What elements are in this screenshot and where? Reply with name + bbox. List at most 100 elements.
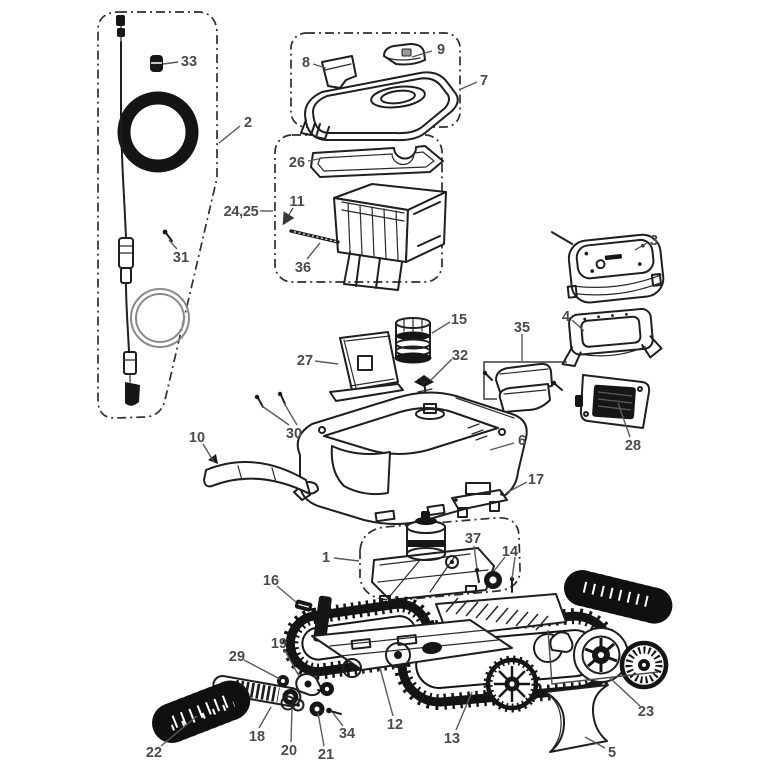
part-label-24-25: 24,25 [224, 204, 259, 220]
part-label-30: 30 [286, 426, 302, 442]
part-label-12: 12 [387, 717, 403, 733]
part-label-13: 13 [444, 731, 460, 747]
cover-handle-9 [383, 43, 426, 66]
basket-lid-26 [310, 145, 444, 178]
top-cover [300, 71, 459, 142]
washer-14 [484, 571, 515, 593]
leader-line-31 [168, 239, 178, 250]
part-label-27: 27 [297, 353, 313, 369]
part-label-28: 28 [625, 438, 641, 454]
part-label-37: 37 [465, 531, 481, 547]
bracket-17 [451, 482, 508, 518]
part-label-23: 23 [638, 704, 654, 720]
leader-line-26 [307, 157, 324, 162]
leader-line-30-2 [283, 402, 298, 426]
frame-4 [561, 307, 663, 368]
part-label-4: 4 [562, 309, 570, 325]
kit-box-top-cover [290, 32, 461, 128]
part-label-35: 35 [514, 320, 530, 336]
curved-panel-5 [544, 684, 609, 753]
basket-pin-36 [289, 229, 340, 244]
leader-line-30-1 [261, 405, 290, 426]
leader-line-3 [634, 242, 648, 251]
leader-line-27 [314, 360, 339, 365]
cover-flap-8 [321, 55, 357, 89]
brush-roller-22 [152, 679, 254, 743]
part-label-22: 22 [146, 745, 162, 761]
washer-21 [309, 701, 325, 717]
part-label-18: 18 [249, 729, 265, 745]
part-label-32: 32 [452, 348, 468, 364]
leader-line-36 [306, 242, 321, 260]
part-label-2: 2 [244, 115, 252, 131]
grommet-29 [277, 675, 289, 687]
part-label-14: 14 [502, 544, 518, 560]
leader-line-33 [162, 61, 179, 65]
group-bracket-35 [483, 361, 567, 400]
part-label-29: 29 [229, 649, 245, 665]
part-label-34: 34 [339, 726, 355, 742]
drive-wheel [483, 655, 541, 713]
leader-line-1 [333, 557, 360, 562]
leader-line-14-1 [493, 556, 506, 572]
part-label-21: 21 [318, 747, 334, 763]
leader-line-4 [571, 319, 585, 332]
part-label-31: 31 [173, 250, 189, 266]
part-label-5: 5 [608, 745, 616, 761]
leader-line-32 [429, 358, 453, 382]
cable-plug [125, 382, 140, 406]
part-label-19: 19 [271, 636, 287, 652]
impeller-32 [414, 375, 434, 401]
motor-unit-1 [371, 511, 495, 603]
cable-clip-33 [150, 55, 163, 72]
leader-line-22 [160, 715, 198, 747]
screw-31 [162, 229, 173, 242]
part-label-1: 1 [322, 550, 330, 566]
bracket-19 [295, 672, 334, 697]
hose-coil [117, 91, 199, 173]
washers-20 [280, 695, 305, 712]
screw-34 [326, 707, 342, 715]
leader-line-12 [379, 667, 394, 717]
leader-line-5 [584, 736, 606, 749]
part-label-17: 17 [528, 472, 544, 488]
brush-roller-23 [564, 570, 674, 624]
part-label-26: 26 [289, 155, 305, 171]
part-label-15: 15 [451, 312, 467, 328]
leader-line-15 [431, 321, 451, 334]
chassis-12 [311, 593, 567, 678]
leader-line-9 [411, 50, 433, 58]
cable-loop [130, 288, 190, 348]
screws-30 [254, 391, 286, 408]
leader-line-13 [455, 691, 473, 731]
leader-line-17 [505, 481, 528, 494]
body-shell-6 [293, 391, 528, 525]
valve-cylinder-15 [394, 317, 432, 364]
part-label-20: 20 [281, 743, 297, 759]
leader-line-37 [473, 545, 478, 570]
leader-line-18 [258, 706, 272, 729]
leader-line-6 [489, 442, 515, 451]
leader-line-2 [218, 125, 241, 144]
part-label-9: 9 [437, 42, 445, 58]
leader-line-19 [283, 648, 300, 677]
part-label-16: 16 [263, 573, 279, 589]
leader-line-10 [202, 443, 215, 463]
kit-box-hose-assembly [97, 11, 218, 419]
leader-line-28 [617, 402, 631, 438]
handle-10 [203, 454, 319, 495]
leader-line-23 [609, 677, 641, 707]
leader-line-11 [282, 207, 295, 226]
part-label-3: 3 [650, 233, 658, 249]
clip-16 [294, 599, 313, 612]
leader-line-21 [317, 712, 325, 747]
leader-line-7 [460, 81, 478, 90]
leader-line-8 [312, 63, 327, 69]
pin-37 [474, 567, 480, 583]
power-unit-3 [550, 231, 665, 304]
leader-line-29 [243, 659, 281, 680]
hose-assembly [116, 15, 199, 406]
flap-door-27 [329, 331, 404, 402]
